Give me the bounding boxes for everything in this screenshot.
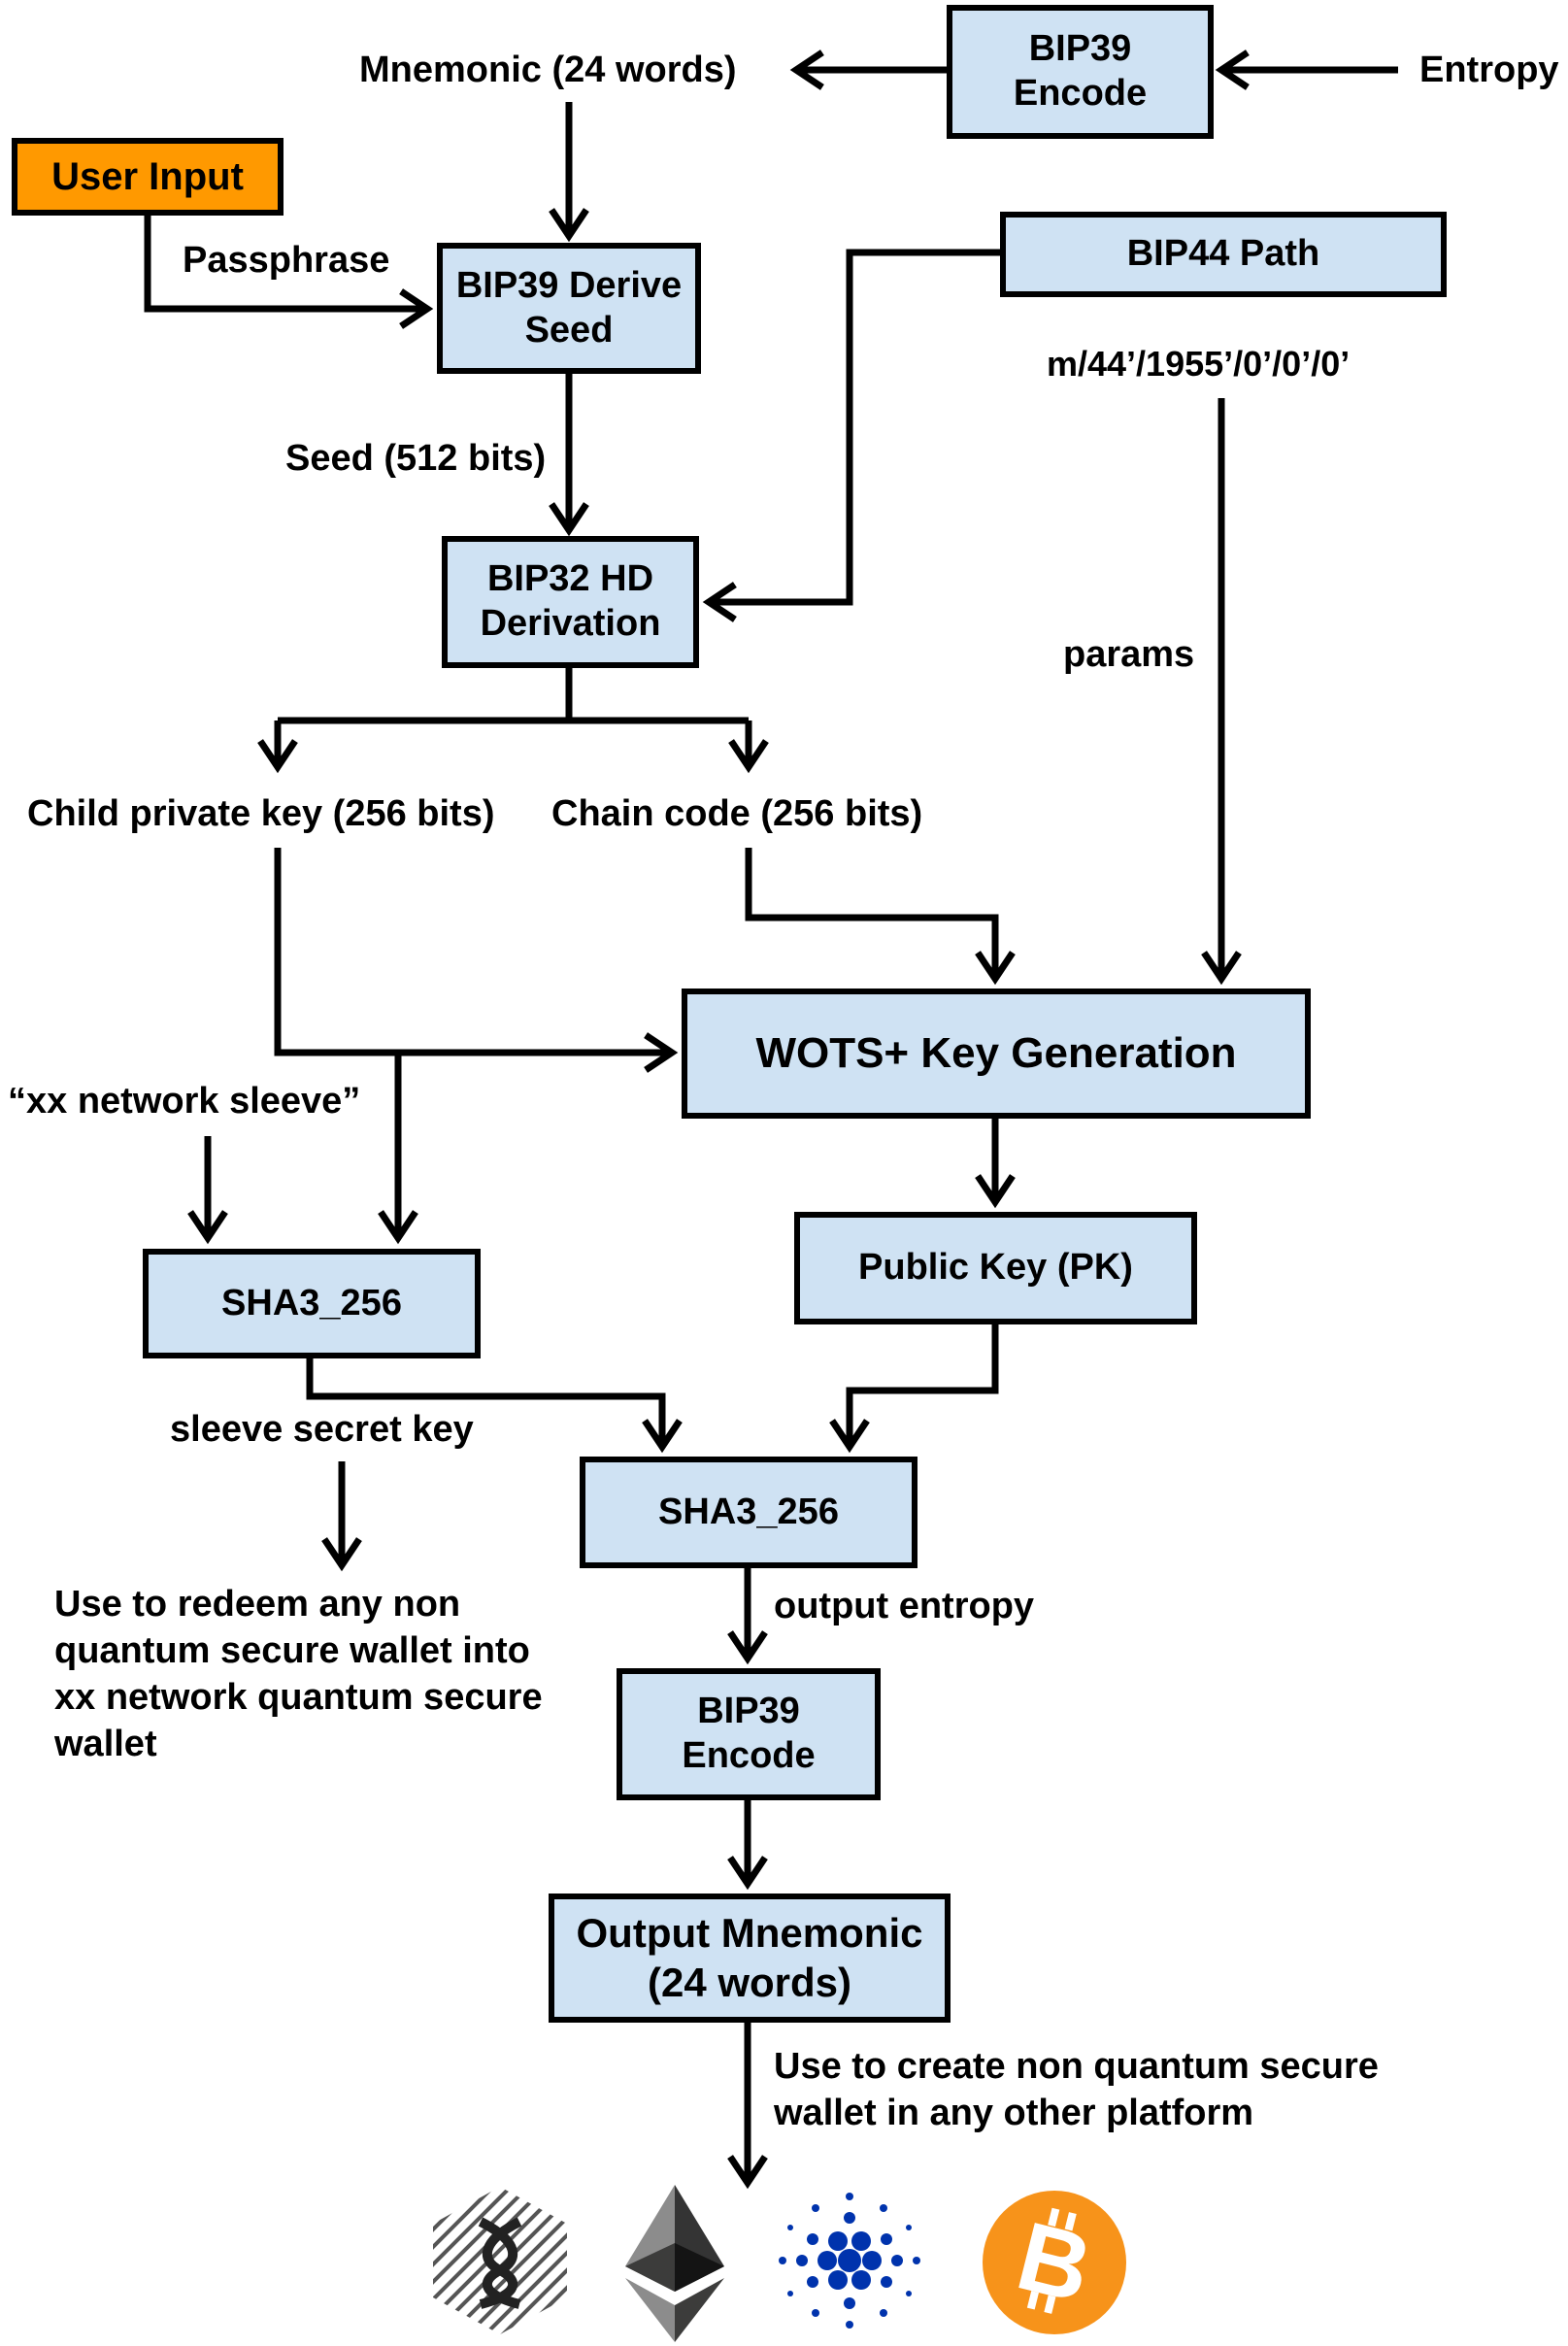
child-private-key-label: Child private key (256 bits) [27, 793, 495, 834]
seed-label: Seed (512 bits) [285, 438, 547, 479]
bip39-derive-seed-box: BIP39 Derive Seed [437, 243, 701, 374]
arrowhead-2 [789, 50, 824, 90]
sleeve-secret-key-label: sleeve secret key [170, 1409, 474, 1450]
arrowhead-15 [642, 1419, 683, 1454]
params-label: params [1063, 634, 1195, 675]
sha3-256-center-box: SHA3_256 [580, 1457, 917, 1568]
arrowhead-10 [975, 951, 1016, 986]
arrow-childkey-to-wots [274, 848, 672, 1056]
bip44-path-box: BIP44 Path [1000, 212, 1447, 297]
arrow-pk-to-sha3 [846, 1324, 999, 1447]
arrowhead-4 [399, 288, 434, 329]
public-key-box: Public Key (PK) [794, 1212, 1197, 1324]
user-input-box: User Input [12, 138, 284, 216]
arrowhead-12 [378, 1210, 418, 1245]
arrowhead-17 [321, 1537, 362, 1572]
entropy-label: Entropy [1419, 50, 1559, 90]
bip44-path-value-label: m/44’/1955’/0’/0’/0’ [1047, 344, 1351, 384]
xx-network-logo [433, 2187, 567, 2334]
arrowhead-8 [728, 739, 769, 774]
arrowhead-11 [644, 1032, 679, 1073]
arrowhead-7 [257, 739, 298, 774]
bip39-encode-bottom-box: BIP39 Encode [617, 1668, 881, 1800]
wots-key-generation-box: WOTS+ Key Generation [682, 989, 1311, 1119]
arrow-bip44-to-bip32 [709, 249, 1000, 606]
chain-code-label: Chain code (256 bits) [551, 793, 923, 834]
output-mnemonic-box: Output Mnemonic (24 words) [549, 1894, 951, 2023]
arrowhead-14 [975, 1174, 1016, 1209]
arrowhead-13 [187, 1210, 228, 1245]
arrowhead-3 [549, 208, 589, 243]
output-entropy-label: output entropy [774, 1586, 1035, 1626]
arrowhead-16 [829, 1419, 870, 1454]
arrowhead-6 [702, 582, 737, 622]
arrowhead-20 [727, 2155, 768, 2190]
ethereum-logo [625, 2185, 724, 2342]
arrowhead-19 [727, 1856, 768, 1891]
bip39-encode-top-box: BIP39 Encode [947, 5, 1214, 139]
cardano-logo [779, 2193, 920, 2329]
create-note-label: Use to create non quantum secure wallet … [774, 2046, 1379, 2133]
bitcoin-logo: B [983, 2191, 1126, 2334]
arrowhead-1 [1215, 50, 1250, 90]
arrow-chaincode-to-wots [745, 848, 999, 979]
xx-network-sleeve-label: “xx network sleeve” [8, 1081, 361, 1122]
passphrase-label: Passphrase [183, 240, 390, 281]
mnemonic-label: Mnemonic (24 words) [359, 50, 737, 90]
arrow-bip32-split [274, 668, 752, 767]
arrowhead-18 [727, 1630, 768, 1665]
arrow-sha3-to-sha3 [306, 1358, 666, 1447]
redeem-note-label: Use to redeem any non quantum secure wal… [54, 1584, 543, 1764]
bip32-hd-derivation-box: BIP32 HD Derivation [442, 536, 699, 668]
arrow-passphrase [144, 214, 427, 313]
arrowhead-5 [549, 502, 589, 537]
sha3-256-left-box: SHA3_256 [143, 1249, 481, 1358]
arrowhead-9 [1201, 951, 1242, 986]
